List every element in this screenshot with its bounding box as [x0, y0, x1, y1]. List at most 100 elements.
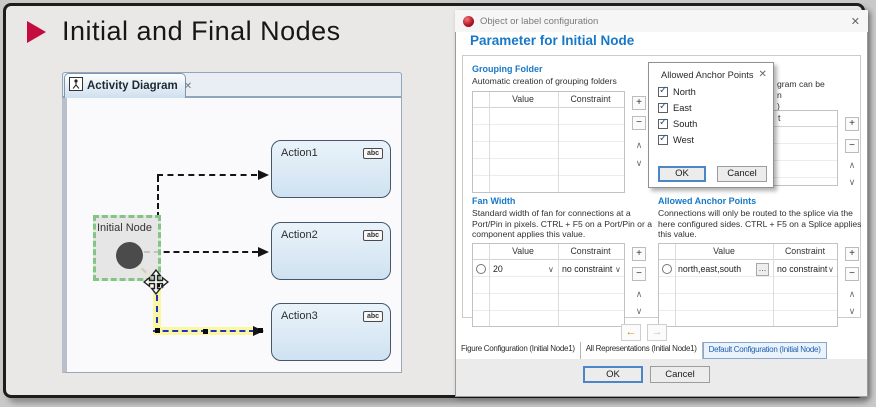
anchor-points-value[interactable]: north,east,south [678, 264, 742, 274]
anchor-points-constraint[interactable]: no constraint [777, 264, 828, 274]
obscured-text-fragment: gram can be [777, 79, 825, 89]
action2-node[interactable]: Action2 abc [271, 222, 391, 280]
anchor-points-popup: Allowed Anchor Points ✕ ✓ North ✓ East ✓… [648, 62, 774, 188]
move-down-button[interactable]: ∨ [848, 306, 856, 316]
move-up-button[interactable]: ∧ [635, 140, 643, 150]
tab-close-icon[interactable]: ✕ [183, 80, 193, 92]
connector-action1-horizontal[interactable] [157, 174, 257, 176]
tab-default-configuration[interactable]: Default Configuration (Initial Node) [702, 342, 827, 359]
connector-action1-arrowhead [258, 170, 269, 180]
popup-ok-button[interactable]: OK [658, 166, 706, 182]
abc-badge-icon: abc [363, 148, 383, 159]
remove-row-button[interactable]: − [845, 267, 859, 281]
dialog-heading: Parameter for Initial Node [470, 33, 635, 48]
connector-handle[interactable] [203, 329, 208, 334]
app-logo-icon [463, 15, 474, 27]
constraint-dropdown-icon[interactable]: ∨ [828, 265, 834, 274]
fan-width-value[interactable]: 20 [493, 264, 503, 274]
checkbox-south[interactable]: ✓ South [658, 117, 698, 129]
move-up-button[interactable]: ∧ [635, 289, 643, 299]
action3-label: Action3 [281, 310, 318, 322]
remove-row-button[interactable]: − [632, 116, 646, 130]
popup-close-icon[interactable]: ✕ [758, 69, 767, 80]
move-up-button[interactable]: ∧ [848, 289, 856, 299]
grouping-folder-desc: Automatic creation of grouping folders [472, 76, 617, 86]
connector-action1-vertical[interactable] [157, 176, 159, 218]
obscured-table[interactable]: t [768, 110, 838, 186]
popup-title: Allowed Anchor Points [661, 69, 754, 80]
move-up-button[interactable]: ∧ [848, 160, 856, 170]
move-down-button[interactable]: ∨ [635, 158, 643, 168]
move-down-button[interactable]: ∨ [848, 177, 856, 187]
fan-width-title: Fan Width [472, 196, 516, 206]
radio-column-header [659, 244, 675, 259]
abc-badge-icon: abc [363, 311, 383, 322]
dialog-title: Object or label configuration [480, 15, 599, 27]
connector-handle[interactable] [258, 328, 263, 333]
action1-label: Action1 [281, 147, 318, 159]
checkbox-icon[interactable]: ✓ [658, 85, 668, 97]
action3-node[interactable]: Action3 abc [271, 303, 391, 361]
cancel-button[interactable]: Cancel [650, 366, 710, 383]
popup-cancel-button[interactable]: Cancel [717, 166, 767, 182]
connector-action2-arrowhead [258, 247, 269, 257]
add-row-button[interactable]: + [845, 247, 859, 261]
remove-row-button[interactable]: − [845, 139, 859, 153]
connector-action2[interactable] [144, 251, 258, 253]
checkbox-icon[interactable]: ✓ [658, 117, 668, 129]
anchor-points-desc: Connections will only be routed to the s… [658, 208, 862, 239]
tab-figure-configuration[interactable]: Figure Configuration (Initial Node1) [456, 342, 581, 359]
value-column-header: Value [713, 246, 735, 256]
tab-all-representations[interactable]: All Representations (Initial Node1) [581, 342, 703, 359]
tab-activity-diagram[interactable]: Activity Diagram ✕ [64, 73, 192, 98]
fan-width-desc: Standard width of fan for connections at… [472, 208, 652, 239]
initial-node[interactable] [116, 242, 143, 269]
checkbox-icon[interactable]: ✓ [658, 101, 668, 113]
constraint-column-header: Constraint [570, 94, 611, 104]
fan-width-constraint[interactable]: no constraint [562, 264, 613, 274]
apply-right-arrow-button[interactable]: → [647, 324, 667, 341]
radio-column-header [473, 244, 489, 259]
page-title: Initial and Final Nodes [62, 16, 341, 46]
ok-button[interactable]: OK [583, 366, 643, 383]
grouping-folder-table[interactable]: Value Constraint [472, 91, 625, 193]
configuration-tabbar: Figure Configuration (Initial Node1) All… [456, 342, 868, 359]
action1-node[interactable]: Action1 abc [271, 140, 391, 198]
constraint-column-header: Constraint [570, 246, 611, 256]
anchor-points-radio[interactable] [662, 264, 672, 274]
constraint-column-header-tail: t [778, 113, 781, 123]
obscured-text-fragment: ) [777, 101, 780, 111]
action2-label: Action2 [281, 229, 318, 241]
dialog-titlebar[interactable]: Object or label configuration ✕ [455, 10, 868, 32]
fan-width-table[interactable]: Value Constraint 20 ∨ no constraint ∨ [472, 243, 625, 327]
grouping-folder-title: Grouping Folder [472, 64, 543, 74]
checkbox-north[interactable]: ✓ North [658, 85, 696, 97]
anchor-points-title: Allowed Anchor Points [658, 196, 757, 206]
add-row-button[interactable]: + [845, 117, 859, 131]
abc-badge-icon: abc [363, 230, 383, 241]
ellipsis-button[interactable]: … [756, 263, 769, 276]
connector-action3-vertical[interactable] [153, 284, 161, 334]
apply-left-arrow-button[interactable]: ← [621, 324, 641, 341]
move-cursor-icon [142, 268, 170, 300]
fan-width-radio[interactable] [476, 264, 486, 274]
anchor-points-table[interactable]: Value Constraint north,east,south … no c… [658, 243, 838, 327]
obscured-text-fragment: n [777, 90, 782, 100]
checkbox-east[interactable]: ✓ East [658, 101, 692, 113]
remove-row-button[interactable]: − [632, 267, 646, 281]
dialog-close-icon[interactable]: ✕ [850, 15, 860, 28]
radio-column-header [473, 92, 489, 107]
add-row-button[interactable]: + [632, 96, 646, 110]
constraint-dropdown-icon[interactable]: ∨ [615, 265, 621, 274]
move-down-button[interactable]: ∨ [635, 306, 643, 316]
initial-node-label: Initial Node [97, 222, 153, 234]
value-column-header: Value [512, 94, 534, 104]
activity-diagram-icon [69, 76, 83, 96]
checkbox-west[interactable]: ✓ West [658, 133, 695, 145]
connector-handle[interactable] [155, 328, 160, 333]
checkbox-icon[interactable]: ✓ [658, 133, 668, 145]
bullet-triangle-icon [27, 21, 46, 43]
value-dropdown-icon[interactable]: ∨ [548, 265, 554, 274]
value-column-header: Value [512, 246, 534, 256]
add-row-button[interactable]: + [632, 247, 646, 261]
